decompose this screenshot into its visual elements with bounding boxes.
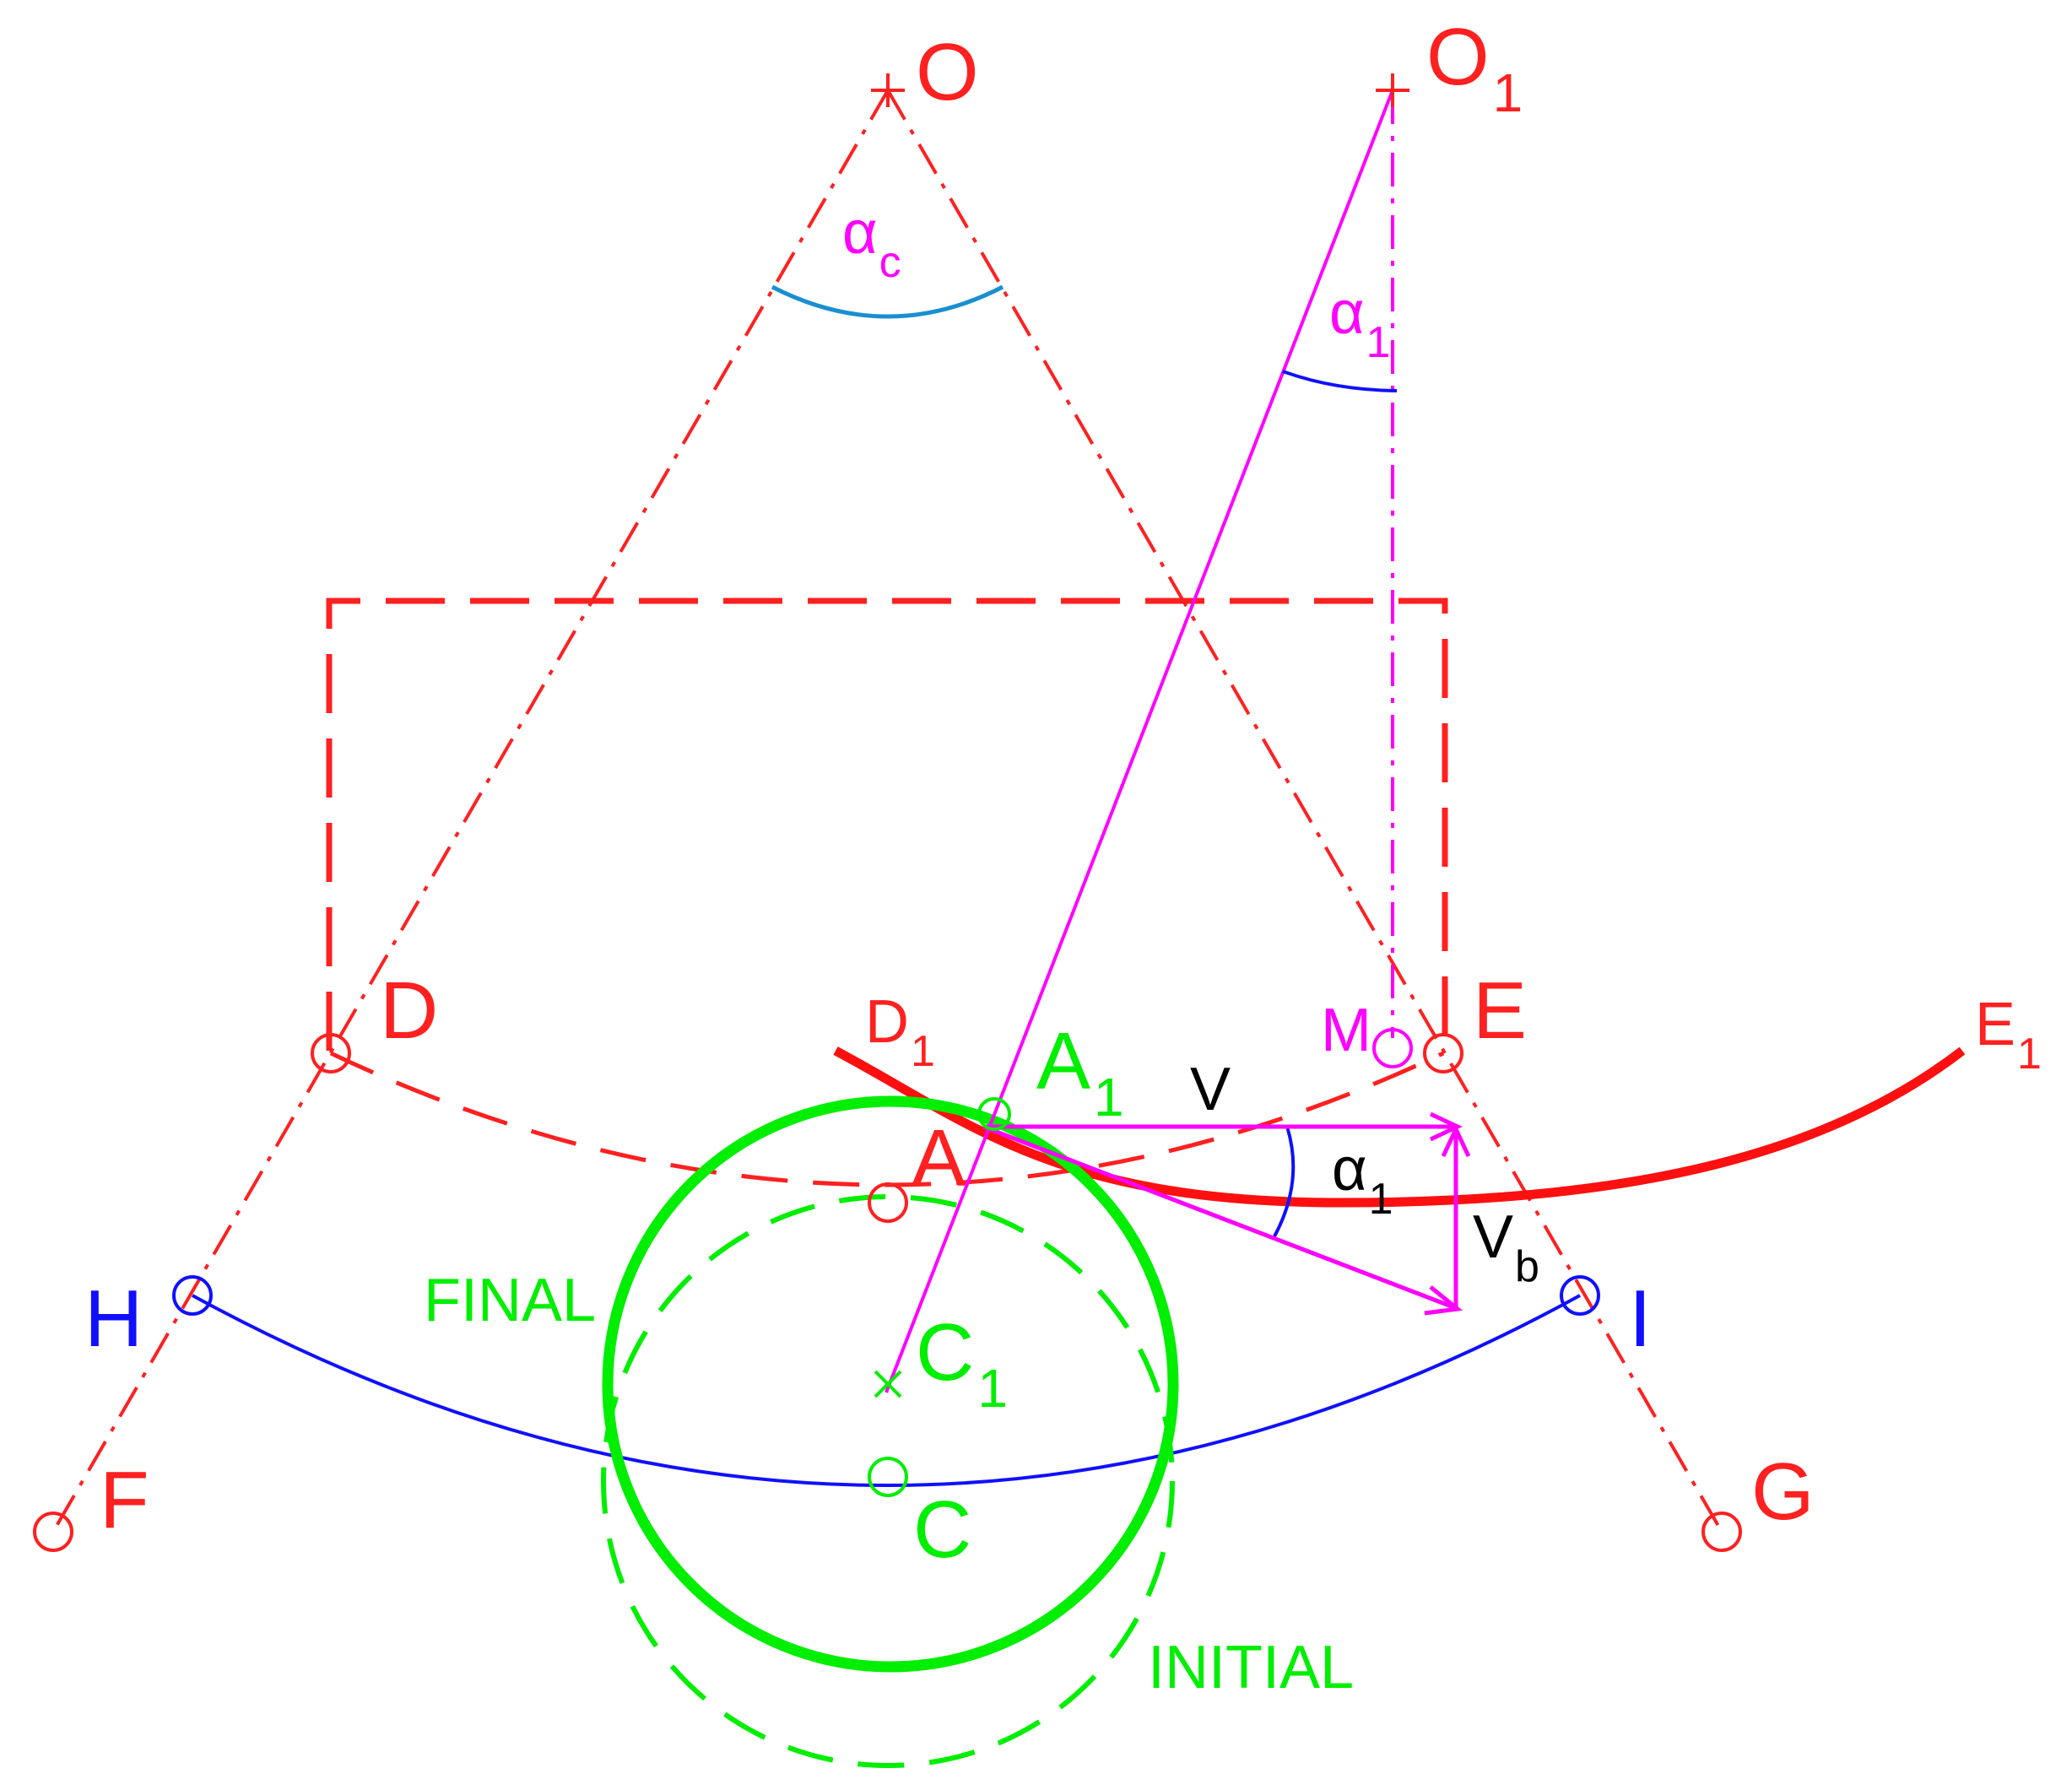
- circle-final: [602, 1095, 1179, 1673]
- label-Vb: Vb: [1473, 1203, 1539, 1291]
- line-O1-C1: [885, 89, 1394, 1393]
- angle-arc-alpha-1-top: [1282, 370, 1398, 392]
- marker-D: [311, 1033, 351, 1073]
- label-M: M: [1321, 997, 1371, 1064]
- dashed-rectangle: [326, 598, 1448, 1051]
- line-O-G: [886, 89, 1723, 1533]
- label-alpha-1-top: α1: [1329, 279, 1391, 367]
- curve-D1-E1: [833, 1046, 1966, 1208]
- label-C1: C1: [916, 1307, 1008, 1419]
- label-V: V: [1190, 1056, 1231, 1123]
- circle-initial: [601, 1194, 1175, 1768]
- label-alpha-1-mid: α1: [1332, 1136, 1393, 1224]
- marker-M: [1372, 1028, 1413, 1068]
- label-final: FINAL: [424, 1267, 596, 1334]
- vector-resultant-arrowhead: [1424, 1285, 1463, 1316]
- label-O1: O1: [1426, 12, 1523, 123]
- marker-O1: [1376, 73, 1409, 107]
- marker-I: [1560, 1275, 1600, 1316]
- marker-A1: [977, 1097, 1011, 1131]
- label-O: O: [916, 27, 979, 117]
- marker-A: [868, 1182, 908, 1223]
- label-G: G: [1751, 1447, 1815, 1537]
- angle-arc-alpha-c: [771, 284, 1004, 319]
- marker-E: [1423, 1033, 1463, 1073]
- label-alpha-c: αc: [842, 199, 901, 287]
- angle-arc-alpha-1-mid: [1273, 1126, 1296, 1237]
- marker-G: [1701, 1511, 1742, 1552]
- vector-resultant: [982, 1124, 1457, 1311]
- label-H: H: [84, 1274, 143, 1364]
- arc-D-E-dashed: [329, 1051, 1445, 1187]
- vector-Vb-arrowhead: [1441, 1124, 1471, 1158]
- label-A1: A1: [1036, 1016, 1124, 1128]
- label-I: I: [1629, 1274, 1652, 1364]
- label-initial: INITIAL: [1148, 1634, 1354, 1701]
- label-C: C: [913, 1484, 971, 1575]
- marker-O: [871, 73, 905, 107]
- vector-V-arrowhead: [1429, 1111, 1463, 1142]
- label-E1: E1: [1975, 991, 2042, 1079]
- label-A: A: [912, 1113, 966, 1203]
- label-E: E: [1473, 965, 1527, 1056]
- arc-H-I: [192, 1294, 1581, 1487]
- marker-H: [172, 1275, 213, 1316]
- line-O-F: [51, 89, 890, 1533]
- marker-F: [33, 1511, 73, 1552]
- label-D1: D1: [865, 988, 935, 1076]
- marker-C1: [874, 1370, 902, 1398]
- marker-C: [868, 1457, 908, 1497]
- label-F: F: [100, 1455, 149, 1545]
- label-D: D: [380, 965, 438, 1056]
